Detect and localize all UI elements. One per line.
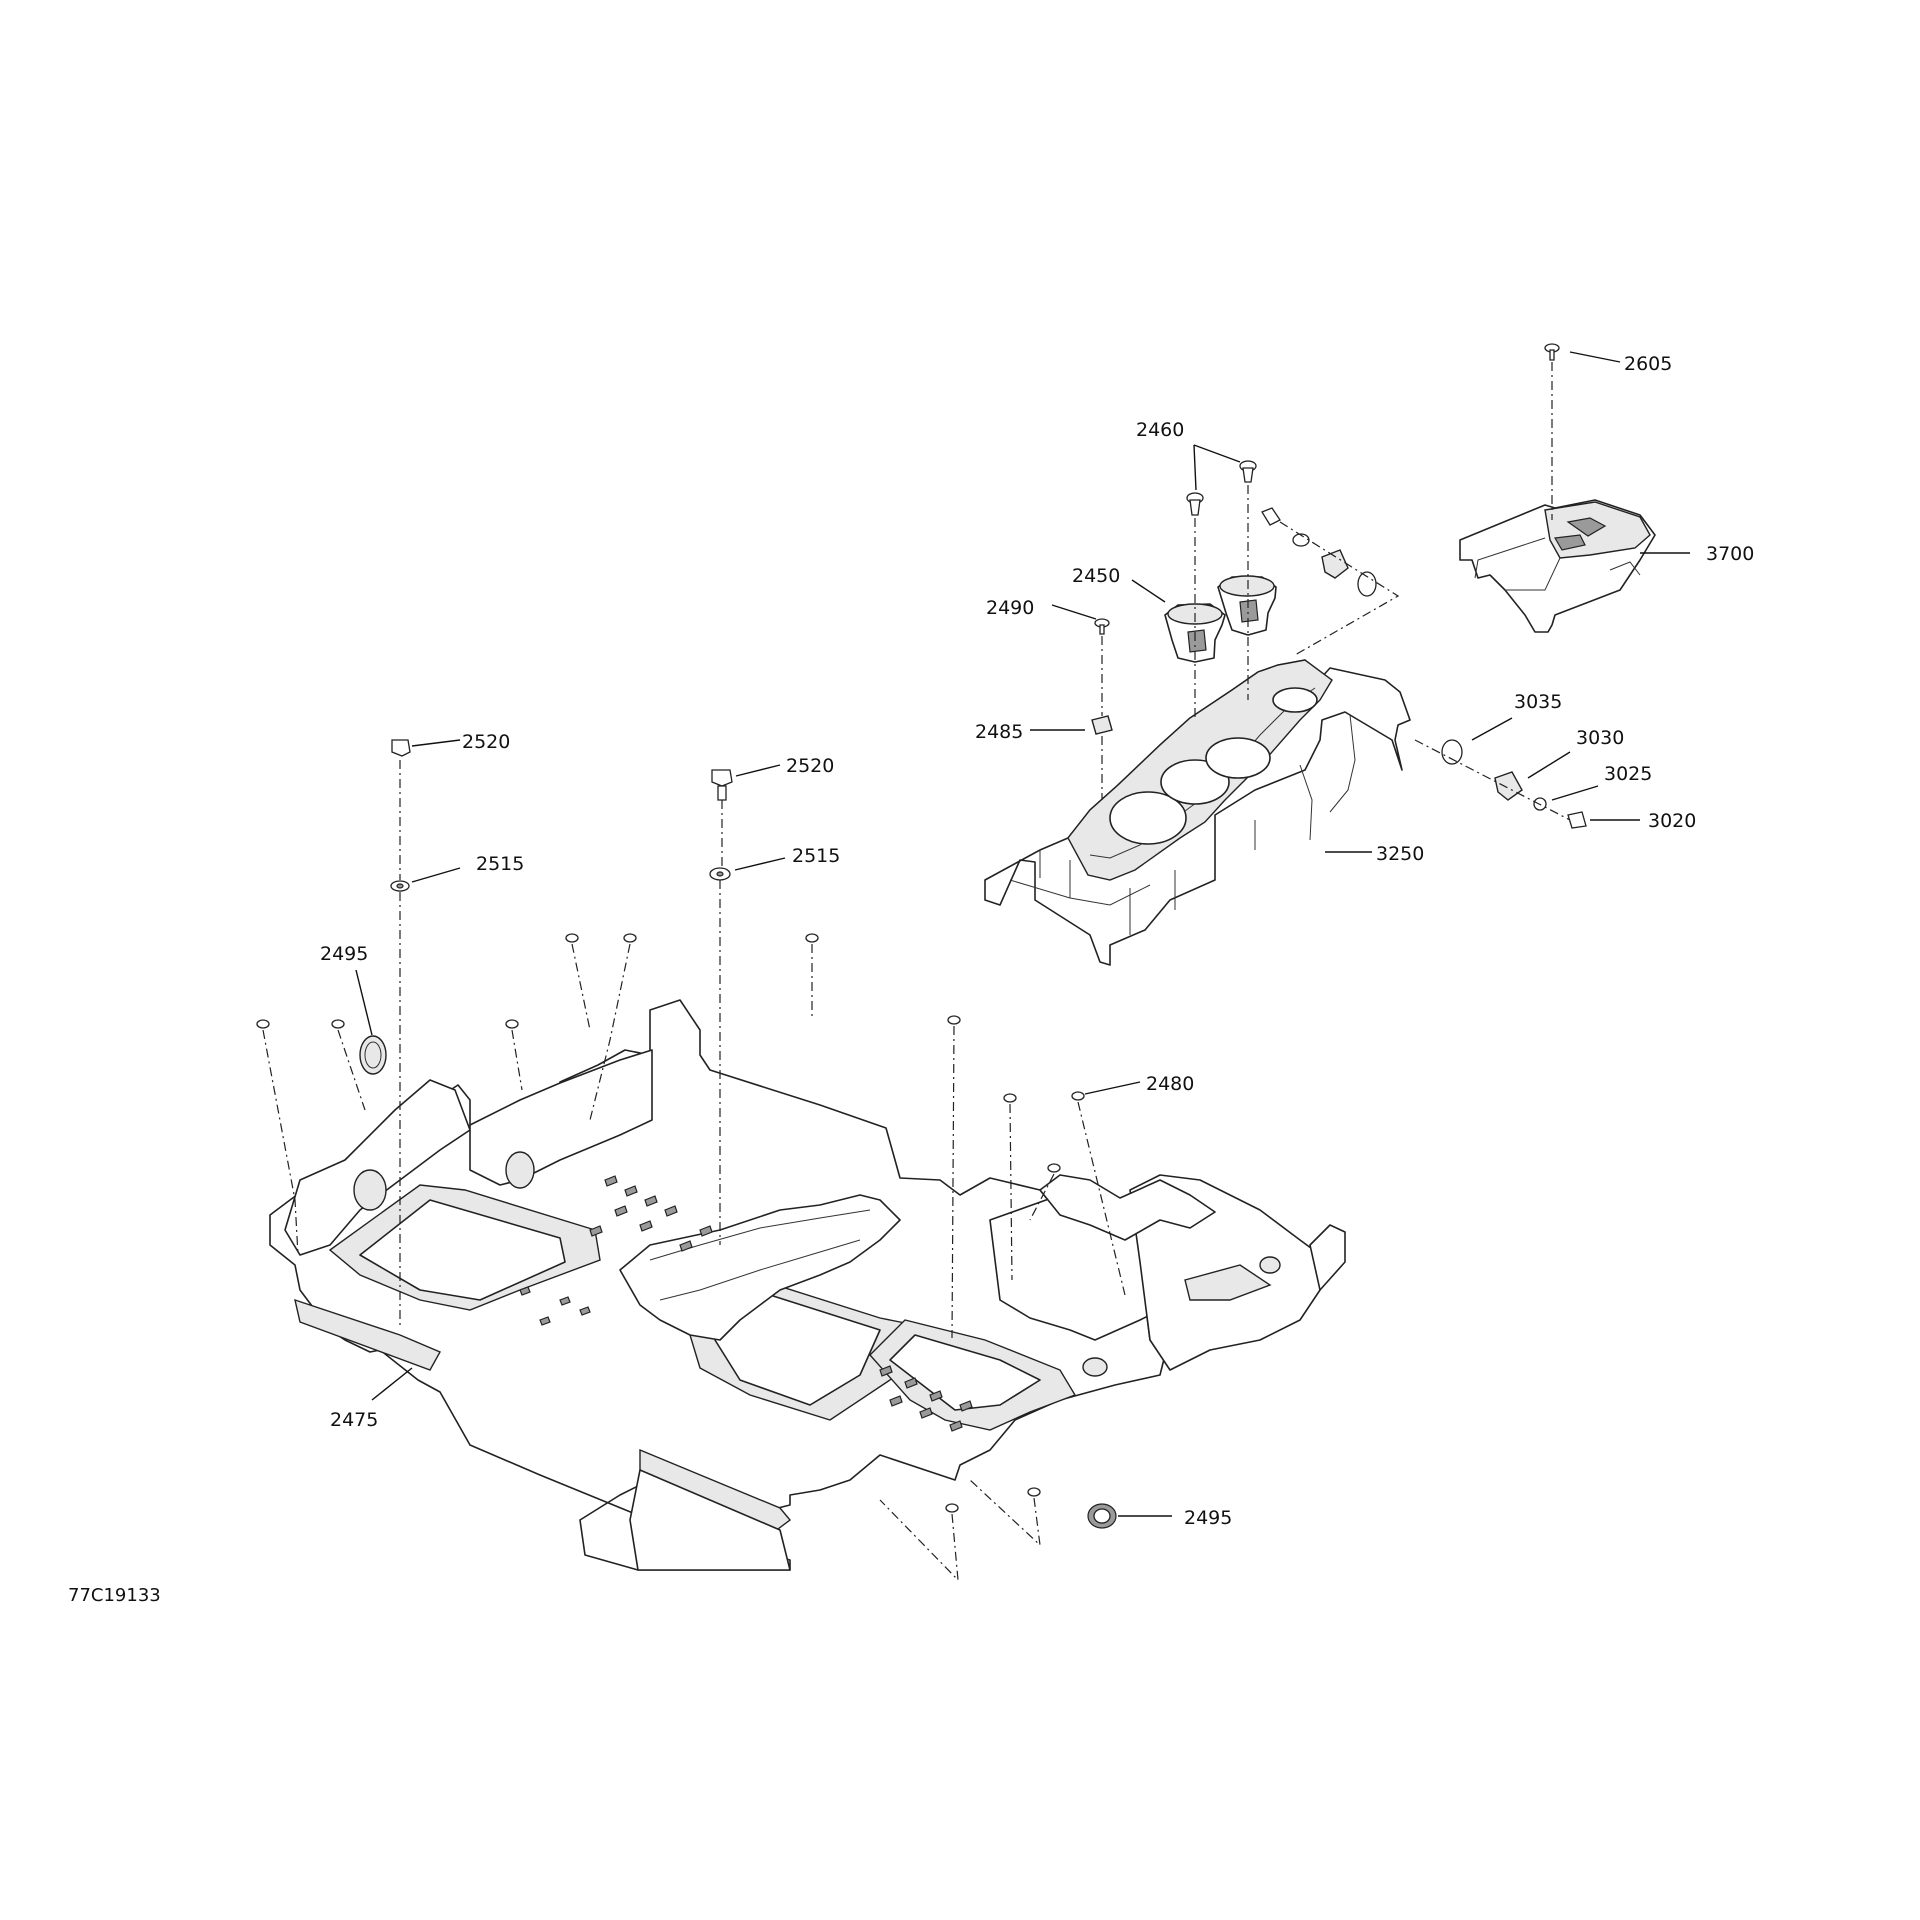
callout-3700: 3700 [1706,543,1754,565]
callout-2485: 2485 [975,721,1023,743]
washer-2515-right [709,867,731,881]
screw-2490 [1094,618,1110,635]
callout-2520-right: 2520 [786,755,834,777]
floor-vent-pattern [519,1175,973,1432]
assembly-lines [262,362,1571,1582]
socket-assembly-lower [1441,739,1587,829]
leader-lines [355,351,1690,1517]
bolt-2520-right [711,769,733,801]
callout-3250: 3250 [1376,843,1424,865]
callout-3025: 3025 [1604,763,1652,785]
callout-3030: 3030 [1576,727,1624,749]
callout-2490: 2490 [986,597,1034,619]
push-rivet-2460-b [1239,460,1257,483]
center-console-3250 [984,659,1411,966]
washer-3035 [1441,739,1463,765]
floor-pan-2475 [269,999,1346,1571]
callout-2605: 2605 [1624,353,1672,375]
grommet-2495-right [1087,1503,1117,1529]
callout-2495-right: 2495 [1184,1507,1232,1529]
push-rivet-2460-a [1186,492,1204,516]
callout-2460: 2460 [1136,419,1184,441]
drawing-code: 77C19133 [68,1585,161,1606]
callout-3035: 3035 [1514,691,1562,713]
callout-2515-left: 2515 [476,853,524,875]
callout-3020: 3020 [1648,810,1696,832]
callout-2495-left: 2495 [320,943,368,965]
screw-2605 [1544,343,1560,361]
washer-2515-left [390,880,410,892]
grommet-2495-left [359,1035,387,1075]
callout-2475: 2475 [330,1409,378,1431]
callout-2450: 2450 [1072,565,1120,587]
floor-screw-set [256,933,1085,1513]
clip-nut-2485 [1091,715,1113,735]
cup-holder-insert-right [1217,575,1277,636]
callout-2515-right: 2515 [792,845,840,867]
cap-3020 [1567,811,1587,829]
console-top-cover-3700 [1459,499,1656,633]
callout-labels: 2605 2460 3700 2450 2490 2485 3035 3030 … [320,353,1754,1529]
bolt-2520-left [391,739,411,757]
socket-assembly-upper [1261,507,1377,597]
callout-2520-left: 2520 [462,731,510,753]
socket-3030 [1494,771,1523,801]
callout-2480: 2480 [1146,1073,1194,1095]
